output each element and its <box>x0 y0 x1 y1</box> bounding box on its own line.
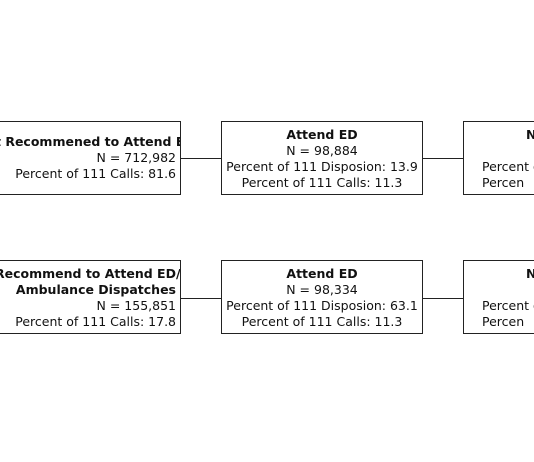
box-count: N = 98,334 <box>286 282 358 297</box>
box-line: Percen <box>482 314 525 329</box>
box-percent-calls: Percent of 111 Calls: 11.3 <box>241 314 403 329</box>
connector-line <box>181 298 221 299</box>
clipped-outcome-box: N Percent o Percen <box>463 260 534 334</box>
box-count: N = 155,851 <box>96 298 176 313</box>
attend-ed-box: Attend ED N = 98,334 Percent of 111 Disp… <box>221 260 423 334</box>
box-line: Percent o <box>482 298 534 313</box>
box-title-line2: Ambulance Dispatches <box>15 282 176 297</box>
connector-line <box>423 158 463 159</box>
clipped-outcome-box: N Percent o Percen <box>463 121 534 195</box>
box-line: Percen <box>482 175 525 190</box>
box-percent-calls: Percent of 111 Calls: 11.3 <box>241 175 403 190</box>
box-count: N = 712,982 <box>96 150 176 165</box>
recommend-attend-ed-ambulance-box: Recommend to Attend ED/ Ambulance Dispat… <box>0 260 181 334</box>
box-title: N <box>464 127 534 143</box>
connector-line <box>423 298 463 299</box>
connector-line <box>181 158 221 159</box>
box-percent-calls: Percent of 111 Calls: 81.6 <box>15 166 176 181</box>
box-title: t Recommened to Attend ED <box>0 134 181 149</box>
box-percent-calls: Percent of 111 Calls: 17.8 <box>15 314 176 329</box>
box-line <box>464 282 534 298</box>
box-line <box>464 143 534 159</box>
box-count: N = 98,884 <box>286 143 358 158</box>
box-title: N <box>464 266 534 282</box>
box-title: Attend ED <box>286 127 358 142</box>
box-title-line1: Recommend to Attend ED/ <box>0 266 181 281</box>
box-title: Attend ED <box>286 266 358 281</box>
attend-ed-box: Attend ED N = 98,884 Percent of 111 Disp… <box>221 121 423 195</box>
box-percent-disposition: Percent of 111 Disposion: 63.1 <box>226 298 418 313</box>
not-recommended-attend-ed-box: t Recommened to Attend ED N = 712,982 Pe… <box>0 121 181 195</box>
box-percent-disposition: Percent of 111 Disposion: 13.9 <box>226 159 418 174</box>
box-line: Percent o <box>482 159 534 174</box>
